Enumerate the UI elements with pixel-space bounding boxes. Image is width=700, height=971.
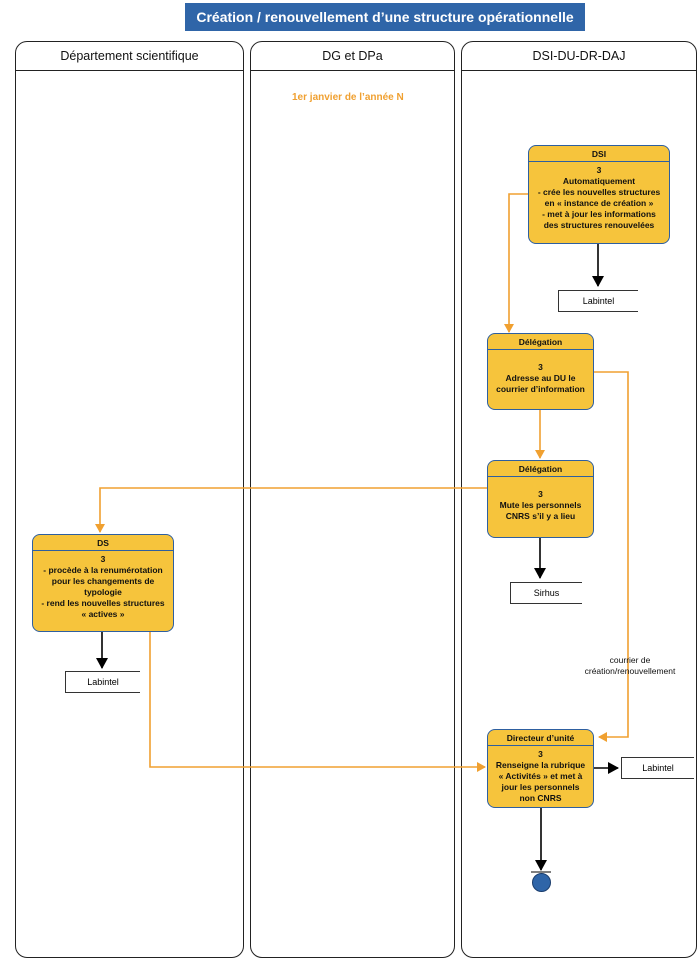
flow-ds-to-du <box>149 632 486 772</box>
activity-text: - procède à la renumérotation <box>43 565 163 575</box>
activity-text: Renseigne la rubrique <box>495 760 586 770</box>
datastore-labintel: Labintel <box>621 757 694 779</box>
flow-courrier-to-du <box>593 371 629 742</box>
activity-text: Adresse au DU le <box>505 373 576 383</box>
activity-text: - rend les nouvelles structures <box>41 598 165 608</box>
activity-text: typologie <box>84 587 122 597</box>
activity-number: 3 <box>538 489 543 499</box>
activity-header: Délégation <box>488 334 593 350</box>
activity-text: courrier d’information <box>496 384 585 394</box>
activity-number: 3 <box>538 362 543 372</box>
activity-header: Directeur d’unité <box>488 730 593 746</box>
lane-dg-dpa: DG et DPa <box>250 41 455 958</box>
start-note: 1er janvier de l’année N <box>292 92 404 103</box>
activity-text: Mute les personnels <box>499 500 582 510</box>
datastore-sirhus: Sirhus <box>510 582 582 604</box>
annotation-line: création/renouvellement <box>584 666 676 676</box>
activity-text: - met à jour les informations <box>542 209 656 219</box>
activity-text: jour les personnels <box>501 782 580 792</box>
activity-text: « actives » <box>81 609 125 619</box>
datastore-labintel: Labintel <box>65 671 140 693</box>
lane-departement-scientifique: Département scientifique <box>15 41 244 958</box>
activity-ds[interactable]: DS 3 - procède à la renumérotation pour … <box>32 534 174 632</box>
activity-header: DS <box>33 535 173 551</box>
activity-directeur-unite[interactable]: Directeur d’unité 3 Renseigne la rubriqu… <box>487 729 594 808</box>
activity-text: des structures renouvelées <box>543 220 655 230</box>
activity-header: DSI <box>529 146 669 162</box>
activity-text: CNRS s’il y a lieu <box>505 511 576 521</box>
end-node-icon <box>532 873 551 892</box>
activity-text: - crée les nouvelles structures <box>537 187 661 197</box>
activity-number: 3 <box>538 749 543 759</box>
flow-dsi-to-delegation <box>504 193 528 333</box>
flow-annotation: courrier de création/renouvellement <box>565 655 695 677</box>
activity-text: « Activités » et met à <box>498 771 583 781</box>
diagram-title: Création / renouvellement d’une structur… <box>185 3 585 31</box>
lane-header: DG et DPa <box>251 42 454 71</box>
flow-delegation-to-ds <box>95 487 487 533</box>
activity-text: non CNRS <box>519 793 562 803</box>
lane-header: DSI-DU-DR-DAJ <box>462 42 696 71</box>
activity-text: Automatiquement <box>562 176 636 186</box>
activity-delegation-courrier[interactable]: Délégation 3 Adresse au DU le courrier d… <box>487 333 594 410</box>
activity-dsi[interactable]: DSI 3 Automatiquement - crée les nouvell… <box>528 145 670 244</box>
lane-header: Département scientifique <box>16 42 243 71</box>
activity-text: en « instance de création » <box>544 198 654 208</box>
datastore-labintel: Labintel <box>558 290 638 312</box>
activity-text: pour les changements de <box>51 576 155 586</box>
activity-number: 3 <box>100 554 106 564</box>
activity-header: Délégation <box>488 461 593 477</box>
activity-delegation-mute[interactable]: Délégation 3 Mute les personnels CNRS s’… <box>487 460 594 538</box>
annotation-line: courrier de <box>609 655 651 665</box>
activity-number: 3 <box>596 165 602 175</box>
